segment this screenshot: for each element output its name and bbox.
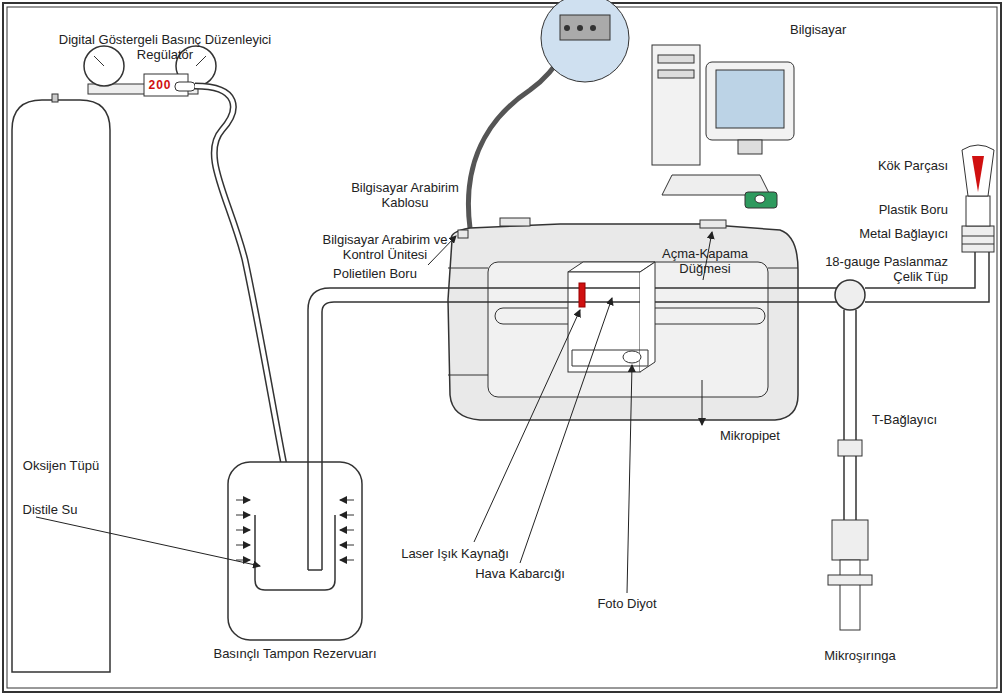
part-label: Plastik Boru <box>820 202 948 217</box>
part-label: Mikropipet <box>720 428 800 443</box>
part-label: Bilgisayar Arabirim Kablosu <box>345 180 465 210</box>
part-label: Digital Göstergeli Basınç Düzenleyici Re… <box>40 32 290 62</box>
part-label: T-Bağlayıcı <box>872 412 962 427</box>
part-label: Bilgisayar <box>790 22 890 37</box>
part-label: Distile Su <box>14 502 86 517</box>
pressure-display-value: 200 <box>145 78 175 92</box>
part-label: Basınçlı Tampon Rezervuarı <box>210 646 380 661</box>
part-label: Açma-Kapama Düğmesi <box>650 246 760 276</box>
part-label: Kök Parçası <box>820 158 948 173</box>
part-label: Metal Bağlayıcı <box>820 226 948 241</box>
part-label: 18-gauge Paslanmaz Çelik Tüp <box>800 254 948 284</box>
part-label: Foto Diyot <box>582 596 672 611</box>
part-label: Mikroşırınga <box>800 648 920 663</box>
part-label: Polietilen Boru <box>330 266 420 281</box>
part-label: Hava Kabarcığı <box>465 566 575 581</box>
part-label: Bilgisayar Arabirim ve Kontrol Ünitesi <box>310 232 460 262</box>
part-label: Laser Işık Kaynağı <box>400 546 510 561</box>
part-label: Oksijen Tüpü <box>14 458 108 473</box>
